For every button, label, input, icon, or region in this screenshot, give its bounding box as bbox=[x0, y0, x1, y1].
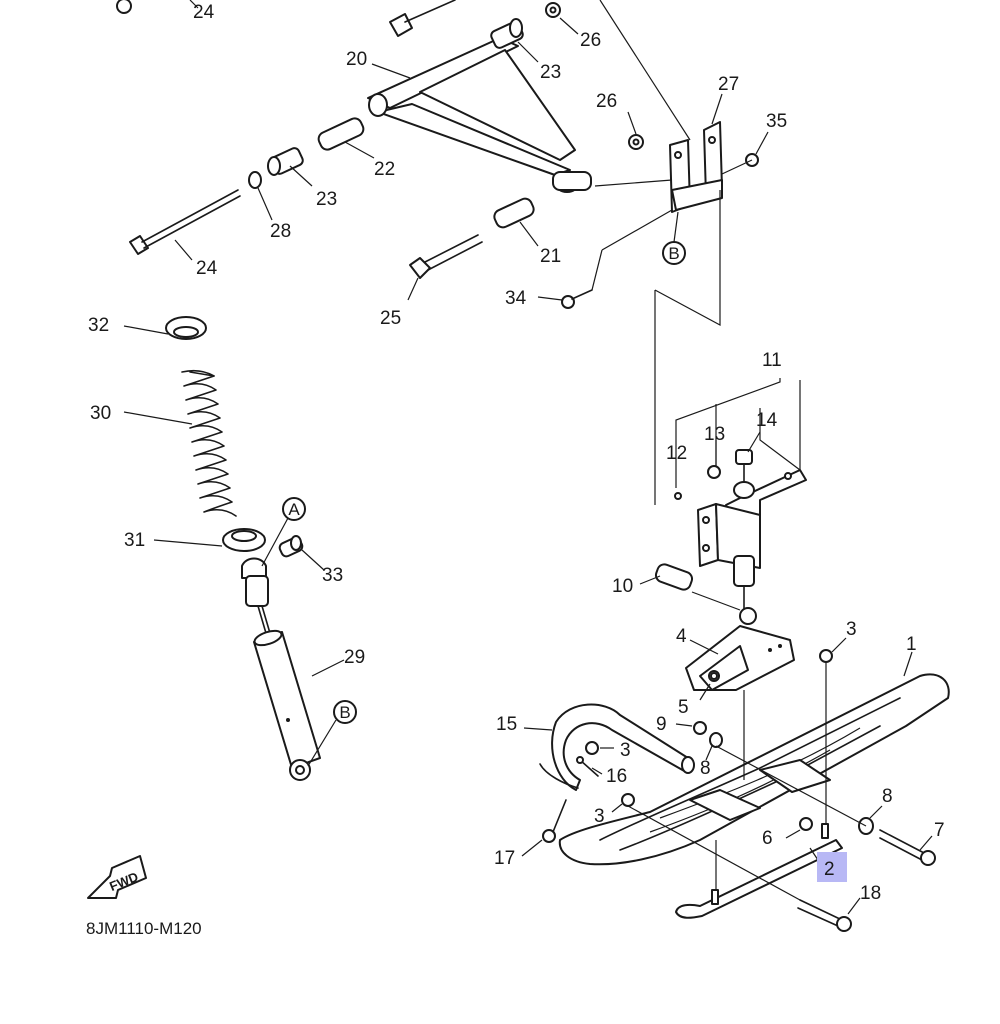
callout-20: 20 bbox=[346, 49, 367, 70]
coil-spring-part bbox=[181, 369, 237, 517]
diagram-code: 8JM1110-M120 bbox=[86, 919, 202, 938]
ski-handle-part bbox=[539, 703, 695, 791]
callout-30: 30 bbox=[90, 403, 111, 424]
callout-7: 7 bbox=[934, 820, 945, 841]
callout-6: 6 bbox=[762, 828, 773, 849]
callout-23-top: 23 bbox=[540, 62, 561, 83]
shock-absorber-part bbox=[241, 557, 321, 781]
washer-part-28 bbox=[248, 171, 262, 189]
callout-18: 18 bbox=[860, 883, 881, 904]
long-bolt-part bbox=[129, 189, 241, 255]
callout-26-top: 26 bbox=[580, 30, 601, 51]
callout-1: 1 bbox=[906, 634, 917, 655]
callout-26-middle: 26 bbox=[596, 91, 617, 112]
spindle-assembly-part bbox=[697, 469, 807, 623]
bolt-part-25 bbox=[409, 234, 483, 279]
callout-28: 28 bbox=[270, 221, 291, 242]
bolt-part-34 bbox=[561, 289, 593, 309]
collar-part-21 bbox=[493, 197, 535, 229]
top-bolt-partial bbox=[116, 0, 456, 37]
callout-10: 10 bbox=[612, 576, 633, 597]
callout-35: 35 bbox=[766, 111, 787, 132]
callout-21: 21 bbox=[540, 246, 561, 267]
callout-24-top: 24 bbox=[193, 2, 215, 23]
collar-part-33 bbox=[278, 535, 304, 558]
washer-part-8-middle bbox=[709, 732, 723, 748]
callout-17: 17 bbox=[494, 848, 515, 869]
callout-2-highlight bbox=[817, 852, 847, 882]
callout-9: 9 bbox=[656, 714, 667, 735]
svg-text:B: B bbox=[339, 703, 350, 722]
callout-12: 12 bbox=[666, 443, 687, 464]
callout-16: 16 bbox=[606, 766, 627, 787]
bushing-part-lower bbox=[267, 147, 304, 176]
nut-part-3-handle bbox=[585, 741, 599, 755]
callout-4: 4 bbox=[676, 626, 687, 647]
wear-bar-runner-part bbox=[675, 823, 843, 919]
collar-part-upper bbox=[490, 18, 524, 49]
svg-text:B: B bbox=[668, 244, 679, 263]
assembly-guide-lines bbox=[591, 0, 753, 505]
callout-13: 13 bbox=[704, 424, 725, 445]
lower-spring-seat-part bbox=[222, 528, 266, 552]
callout-33: 33 bbox=[322, 565, 343, 586]
collar-part-10 bbox=[654, 563, 694, 591]
callout-27: 27 bbox=[718, 74, 739, 95]
callout-5: 5 bbox=[678, 697, 689, 718]
lower-guide-lines bbox=[627, 591, 867, 901]
callout-22: 22 bbox=[374, 159, 395, 180]
bolt-part-5 bbox=[710, 672, 718, 680]
bolt-part-12 bbox=[674, 492, 682, 500]
callout-15: 15 bbox=[496, 714, 517, 735]
callout-11: 11 bbox=[762, 350, 782, 371]
nut-part-13 bbox=[707, 465, 721, 479]
callout-2: 2 bbox=[824, 859, 835, 880]
bracket-part bbox=[669, 121, 723, 213]
callout-leaders bbox=[123, 0, 933, 915]
callout-3-handle: 3 bbox=[620, 740, 631, 761]
callout-labels: 24 26 23 20 27 26 35 22 23 28 21 24 34 2… bbox=[88, 2, 945, 904]
reference-mark-b-lower: B bbox=[307, 700, 357, 767]
grease-nipple-part bbox=[735, 449, 753, 483]
a-arm-part bbox=[367, 37, 592, 193]
ski-bracket-part bbox=[685, 607, 795, 691]
ski-part bbox=[558, 673, 950, 866]
callout-23-lower: 23 bbox=[316, 189, 337, 210]
callout-8-right: 8 bbox=[882, 786, 893, 807]
callout-29: 29 bbox=[344, 647, 365, 668]
bolt-part-18 bbox=[797, 899, 852, 932]
nut-part-6 bbox=[799, 817, 813, 831]
svg-text:A: A bbox=[288, 500, 300, 519]
collar-part-22 bbox=[317, 117, 365, 151]
callout-31: 31 bbox=[124, 530, 145, 551]
forward-arrow-icon: FWD bbox=[87, 855, 147, 899]
spring-seat-part bbox=[165, 316, 207, 340]
callout-3-upper: 3 bbox=[846, 619, 857, 640]
reference-mark-a: A bbox=[261, 497, 306, 567]
callout-34: 34 bbox=[505, 288, 527, 309]
reference-mark-b-upper: B bbox=[662, 211, 686, 265]
callout-25: 25 bbox=[380, 308, 401, 329]
pin-part-16 bbox=[576, 756, 599, 777]
callout-8-middle: 8 bbox=[700, 758, 711, 779]
callout-14: 14 bbox=[756, 410, 778, 431]
nut-part-9 bbox=[693, 721, 707, 735]
callout-32: 32 bbox=[88, 315, 109, 336]
nut-part-3-upper bbox=[819, 649, 833, 663]
bolt-part-17 bbox=[542, 799, 567, 843]
callout-24-lower: 24 bbox=[196, 258, 218, 279]
bolt-part-7 bbox=[879, 829, 936, 866]
callout-3-lower: 3 bbox=[594, 806, 605, 827]
nut-part-3-lower bbox=[621, 793, 635, 807]
